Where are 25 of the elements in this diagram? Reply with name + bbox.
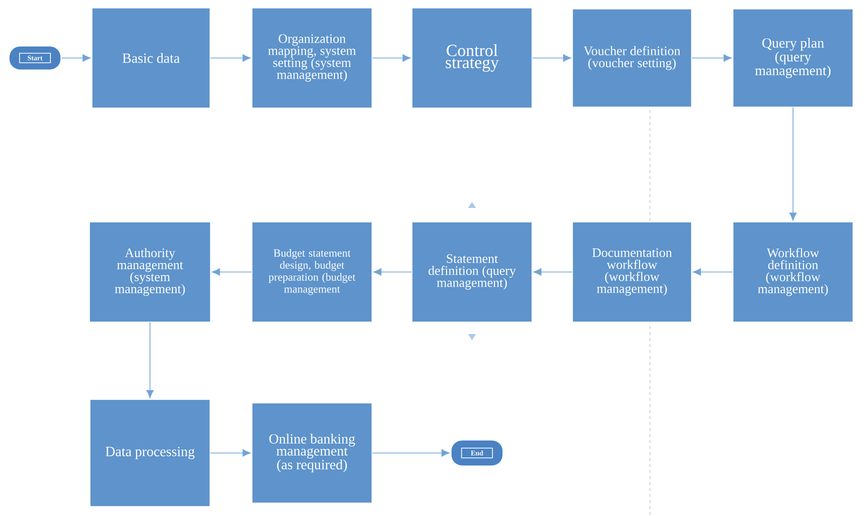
- process-box: Basic data: [92, 8, 210, 108]
- arrow: [61, 54, 91, 62]
- arrow: [210, 449, 251, 457]
- arrow: [210, 54, 251, 62]
- process-box: Query plan (query management): [732, 8, 854, 108]
- arrow: [146, 322, 154, 398]
- arrow: [532, 54, 572, 62]
- process-box: Authority management (system management): [89, 222, 211, 322]
- arrow: [212, 268, 252, 276]
- process-box: Voucher definition (voucher setting): [572, 8, 692, 108]
- process-box: Data processing: [90, 399, 210, 507]
- arrow: [373, 268, 412, 276]
- process-box: Documentation workflow (workflow management): [572, 222, 692, 322]
- arrow: [692, 54, 732, 62]
- arrow: [372, 54, 411, 62]
- process-box: Control strategy: [412, 8, 532, 108]
- process-box: Workflow definition (workflow management): [732, 222, 854, 322]
- arrow: [789, 107, 797, 221]
- process-box: Statement definition (query management): [412, 222, 532, 322]
- arrow: [372, 449, 450, 457]
- process-box: Organization mapping, system setting (system management): [252, 8, 372, 108]
- arrow: [692, 268, 733, 276]
- process-box: Online banking management (as required): [252, 402, 372, 504]
- process-box: Budget statement design, budget preparation (budget management: [252, 222, 372, 322]
- arrow: [533, 268, 572, 276]
